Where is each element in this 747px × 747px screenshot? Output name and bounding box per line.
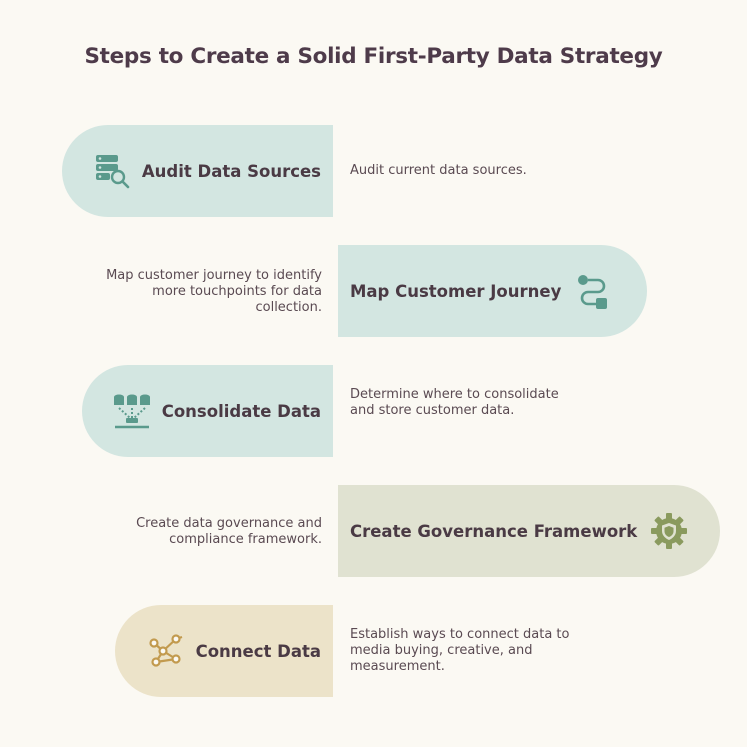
- step-label: Create Governance Framework: [350, 521, 638, 541]
- step-description: Establish ways to connect data to media …: [350, 627, 570, 674]
- step-description: Create data governance and compliance fr…: [136, 516, 322, 547]
- step-create-governance-framework: Create Governance Framework: [338, 485, 720, 577]
- page-title: Steps to Create a Solid First-Party Data…: [84, 44, 663, 69]
- network-nodes-icon: [146, 631, 186, 671]
- step-label: Audit Data Sources: [141, 161, 321, 181]
- step-label: Map Customer Journey: [350, 281, 562, 301]
- step-map-customer-journey: Map Customer Journey: [338, 245, 647, 337]
- step-connect-data: Connect Data: [115, 605, 333, 697]
- step-label: Connect Data: [195, 641, 321, 661]
- step-consolidate-data: Consolidate Data: [82, 365, 333, 457]
- shield-gear-icon: [649, 511, 689, 551]
- step-label: Consolidate Data: [161, 401, 321, 421]
- step-description: Determine where to consolidate and store…: [350, 387, 559, 418]
- database-search-icon: [92, 151, 132, 191]
- step-description: Audit current data sources.: [350, 163, 527, 178]
- step-audit-data-sources: Audit Data Sources: [62, 125, 333, 217]
- path-route-icon: [573, 271, 613, 311]
- step-description: Map customer journey to identify more to…: [106, 268, 322, 315]
- database-merge-icon: [112, 391, 152, 431]
